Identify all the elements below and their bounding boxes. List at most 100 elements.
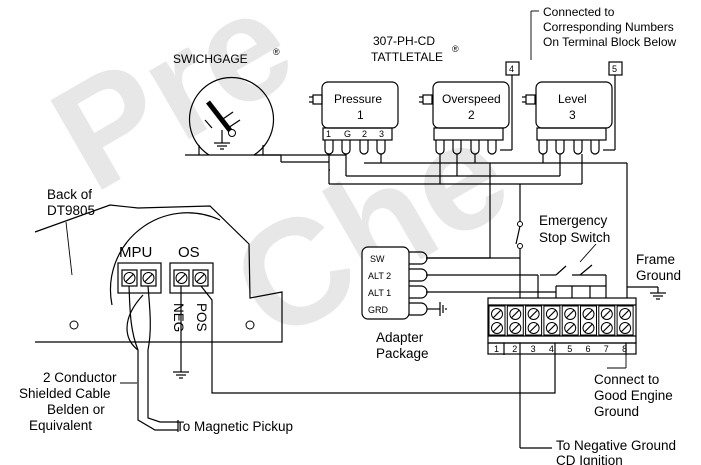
module-level: Level 3 [522, 81, 613, 155]
swichgage-label: SWICHGAGE [173, 52, 248, 66]
terminal-screw-icon [527, 322, 540, 334]
terminal-screw-icon [619, 322, 632, 334]
terminal-cell [543, 305, 561, 336]
terminal-screw-icon [582, 322, 595, 334]
dt9805-screw-icon [175, 272, 188, 284]
terminal-number: 2 [512, 344, 517, 354]
tattletale-model-label: 307-PH-CD [373, 34, 435, 48]
terminal-screw-icon [600, 308, 613, 320]
neg-ground-icon [173, 371, 189, 379]
dt9805-panel [34, 204, 283, 343]
negative-ground-label-line1: To Negative Ground [556, 438, 676, 453]
tattletale-name-label: TATTLETALE [371, 50, 443, 64]
adapter-terminal-grd: GRD [368, 305, 389, 315]
os-label: OS [178, 244, 200, 261]
mpu-label: MPU [119, 244, 152, 261]
dt9805-screws [123, 272, 207, 284]
neg-label: NEG [171, 303, 186, 332]
terminal-screw-icon [582, 308, 595, 320]
terminal-screw-icon [491, 322, 503, 334]
back-label-line1: Back of [47, 187, 92, 202]
swichgage-gauge [185, 77, 281, 156]
terminal-badge-4-text: 4 [509, 64, 514, 74]
terminal-number: 3 [531, 344, 536, 354]
module-pressure-name: Pressure [334, 92, 382, 106]
swichgage-reg-mark: ® [273, 47, 280, 57]
module-overspeed-number: 2 [468, 108, 475, 122]
terminal-screw-icon [509, 322, 522, 334]
terminal-number: 7 [604, 344, 609, 354]
magnetic-pickup-label: To Magnetic Pickup [176, 419, 293, 434]
negative-ground-label-line2: CD Ignition [556, 453, 623, 465]
pressure-pin-g: G [344, 129, 351, 139]
engine-ground-label-line2: Good Engine [594, 388, 673, 403]
adapter-label-line2: Package [376, 346, 429, 361]
connected-label-line1: Connected to [543, 5, 615, 19]
terminal-number: 1 [494, 344, 499, 354]
adapter-terminal-sw: SW [370, 254, 385, 264]
terminal-number: 8 [622, 344, 627, 354]
terminal-cell [580, 305, 597, 336]
module-level-name: Level [558, 92, 587, 106]
dt9805-screw-icon [142, 272, 155, 284]
emergency-label-line1: Emergency [539, 213, 608, 228]
adapter-terminal-alt1: ALT 1 [368, 288, 391, 298]
module-overspeed-name: Overspeed [442, 92, 501, 106]
terminal-number: 4 [549, 344, 554, 354]
terminal-screw-icon [545, 322, 558, 334]
terminal-screw-icon [509, 308, 522, 320]
terminal-number: 5 [567, 344, 572, 354]
dt9805-screw-icon [123, 272, 136, 284]
adapter-terminal-alt2: ALT 2 [368, 271, 391, 281]
pressure-pin-1: 1 [326, 129, 331, 139]
dt9805-screw-icon [194, 272, 207, 284]
connected-label-line3: On Terminal Block Below [543, 35, 677, 49]
module-connector-icon [525, 94, 536, 105]
engine-ground-label-line1: Connect to [594, 372, 659, 387]
terminal-screw-icon [619, 308, 632, 320]
panel-screw-hole [69, 320, 79, 330]
emergency-stop-switch[interactable] [515, 221, 523, 299]
tattletale-reg-mark: ® [452, 44, 459, 54]
terminal-cell [598, 305, 616, 336]
cable-label-line2: Shielded Cable [19, 386, 111, 401]
terminal-cell [561, 305, 579, 336]
terminal-screw-icon [564, 308, 577, 320]
module-connector-icon [312, 94, 323, 105]
adapter-label-line1: Adapter [376, 330, 424, 345]
module-level-number: 3 [569, 108, 576, 122]
terminal-screw-icon [545, 308, 558, 320]
module-pressure: Pressure 1 1 G 2 3 [309, 81, 399, 155]
terminal-cell [616, 305, 634, 336]
adapter-ground-icon [439, 302, 447, 316]
pressure-pin-2: 2 [362, 129, 367, 139]
terminal-cell [488, 305, 506, 336]
terminal-badge-5-text: 5 [612, 64, 617, 74]
pos-label: POS [194, 303, 209, 332]
terminal-screw-icon [600, 322, 613, 334]
panel-screw-hole [245, 320, 255, 330]
gauge-ground-icon [214, 142, 230, 150]
terminal-cell [506, 305, 524, 336]
engine-ground-label-line3: Ground [594, 404, 639, 419]
cable-label-line4: Equivalent [29, 418, 92, 433]
frame-ground-icon [650, 287, 666, 300]
emergency-label-line2: Stop Switch [539, 230, 610, 245]
connected-label-line2: Corresponding Numbers [543, 20, 674, 34]
module-overspeed: Overspeed 2 [419, 81, 510, 155]
adapter-package: SW ALT 2 ALT 1 GRD [361, 246, 447, 320]
terminal-number: 6 [586, 344, 591, 354]
cable-label-line3: Belden or [47, 402, 105, 417]
terminal-cell [525, 305, 543, 336]
watermark: Pre Che [25, 0, 534, 372]
module-connector-icon [422, 94, 433, 105]
frame-ground-label-line2: Ground [636, 268, 681, 283]
cable-label-line1: 2 Conductor [43, 370, 117, 385]
pressure-pin-3: 3 [379, 129, 384, 139]
terminal-block-screws: 1 2 3 4 5 6 7 8 [488, 305, 634, 354]
frame-ground-label-line1: Frame [636, 252, 675, 267]
terminal-screw-icon [527, 308, 540, 320]
module-pressure-number: 1 [357, 108, 364, 122]
back-label-line2: DT9805 [47, 203, 95, 218]
